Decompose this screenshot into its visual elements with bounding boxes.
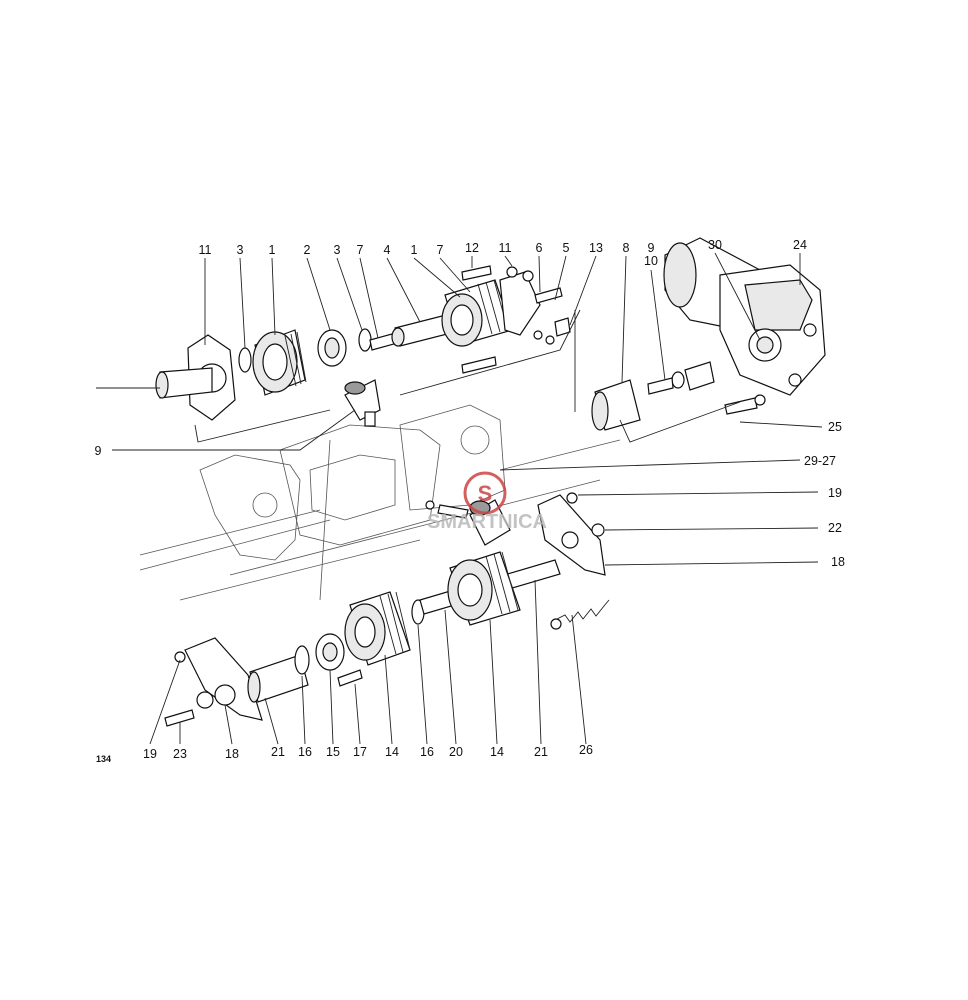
- callout-13: 13: [589, 241, 603, 255]
- callout-9: 9: [95, 444, 102, 458]
- coupling: [684, 361, 715, 391]
- watermark-name: SMARTNICA: [427, 511, 547, 533]
- callout-3: 3: [334, 243, 341, 257]
- lever-plate-right: [537, 492, 606, 576]
- callout-10: 10: [644, 254, 658, 268]
- callout-23: 23: [173, 747, 187, 761]
- callout-6: 6: [536, 241, 543, 255]
- callout-16: 16: [298, 745, 312, 759]
- callout-17: 17: [353, 745, 367, 759]
- watermark-logo: [463, 471, 507, 515]
- callout-7: 7: [357, 243, 364, 257]
- callout-4: 4: [384, 243, 391, 257]
- callout-1: 1: [269, 243, 276, 257]
- tension-spring: [550, 599, 610, 630]
- callout-19: 19: [828, 486, 842, 500]
- motor-assembly: [591, 237, 826, 431]
- callout-30: 30: [708, 238, 722, 252]
- callout-8: 8: [623, 241, 630, 255]
- callout-12: 12: [465, 241, 479, 255]
- callout-24: 24: [793, 238, 807, 252]
- upper-shaft-assembly: [155, 265, 571, 421]
- leader-lines: [96, 252, 823, 745]
- circlip: [238, 347, 252, 373]
- callout-21: 21: [271, 745, 285, 759]
- callout-1: 1: [411, 243, 418, 257]
- lever-plate-left: [184, 637, 263, 721]
- callout-18: 18: [831, 555, 845, 569]
- lower-shaft-assembly: [164, 551, 610, 727]
- page-number: 134: [96, 754, 111, 764]
- callout-14: 14: [385, 745, 399, 759]
- callout-3: 3: [237, 243, 244, 257]
- callout-11: 11: [199, 243, 212, 257]
- callout-19: 19: [143, 747, 157, 761]
- callout-29-27: 29-27: [804, 454, 836, 468]
- callout-7: 7: [437, 243, 444, 257]
- callout-26: 26: [579, 743, 593, 757]
- callout-20: 20: [449, 745, 463, 759]
- callout-14: 14: [490, 745, 504, 759]
- callout-11: 11: [499, 241, 512, 255]
- callout-labels: 11 3 1 2 3 7 4 1 7 12 11 6 5 13 8 9 10 3…: [95, 238, 845, 761]
- callout-25: 25: [828, 420, 842, 434]
- watermark-logo-letter: S: [478, 481, 493, 506]
- frame-phantom-outline: [139, 404, 621, 601]
- watermark: S SMARTNICA: [427, 471, 547, 533]
- callout-15: 15: [326, 745, 340, 759]
- callout-18: 18: [225, 747, 239, 761]
- callout-21: 21: [534, 745, 548, 759]
- callout-5: 5: [563, 241, 570, 255]
- callout-9: 9: [648, 241, 655, 255]
- callout-16: 16: [420, 745, 434, 759]
- callout-2: 2: [304, 243, 311, 257]
- rubber-mount: [344, 379, 381, 427]
- callout-22: 22: [828, 521, 842, 535]
- screw: [369, 333, 395, 351]
